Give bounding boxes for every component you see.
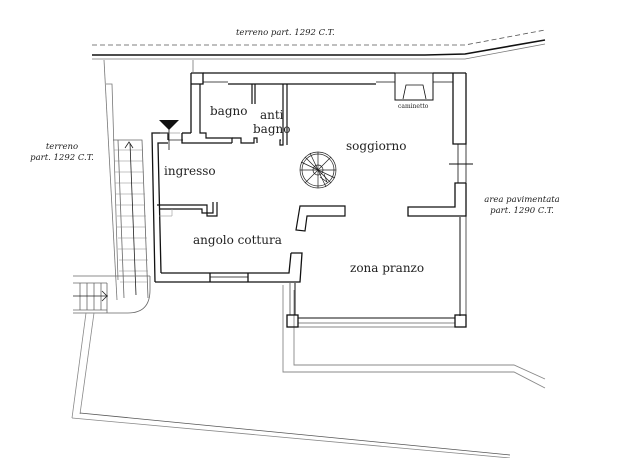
room-label-antibagno-line2: bagno: [253, 122, 291, 137]
entrance-arrow-icon: [159, 120, 180, 150]
room-label-zona-pranzo: zona pranzo: [350, 261, 425, 275]
bottom-boundary: [71, 412, 511, 458]
landing-stair: [71, 275, 151, 419]
parcel-label-left: terreno part. 1292 C.T.: [30, 142, 94, 163]
interior-walls: [157, 84, 346, 232]
room-label-ingresso: ingresso: [164, 164, 216, 178]
parcel-label-top: terreno part. 1292 C.T.: [236, 28, 335, 38]
parcel-label-left-line2: part. 1292 C.T.: [30, 152, 94, 163]
parcel-label-right-line1: area pavimentata: [484, 195, 560, 205]
fixture-label-caminetto: caminetto: [398, 103, 429, 110]
room-label-antibagno: anti bagno: [253, 108, 290, 137]
room-label-bagno: bagno: [210, 104, 248, 118]
parcel-label-right: area pavimentata part. 1290 C.T.: [481, 195, 563, 216]
exterior-stair: [113, 139, 149, 299]
parcel-label-right-line2: part. 1290 C.T.: [490, 205, 554, 216]
parcel-label-left-line1: terreno: [45, 142, 79, 152]
left-boundary: [103, 59, 194, 301]
room-label-angolo-cottura: angolo cottura: [193, 233, 282, 247]
exterior-walls: [151, 72, 473, 328]
terrace-boundary: [282, 285, 546, 389]
caminetto-fixture: [394, 72, 434, 101]
room-label-soggiorno: soggiorno: [346, 139, 407, 153]
top-boundary: [92, 29, 546, 60]
spiral-staircase-icon: [299, 151, 337, 189]
room-label-antibagno-line1: anti: [259, 108, 284, 122]
